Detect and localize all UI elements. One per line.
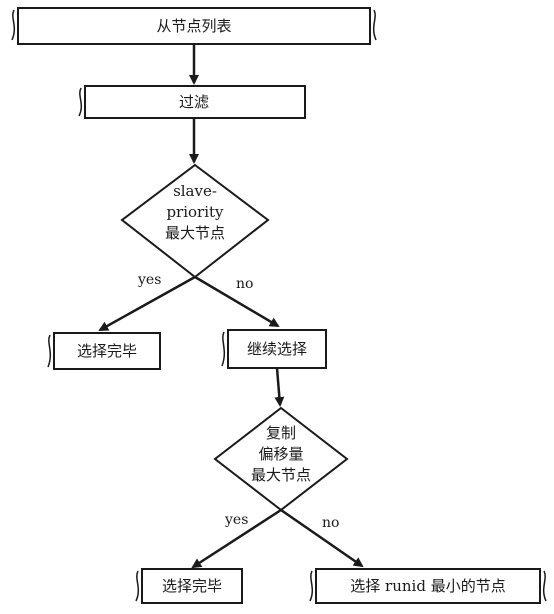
node-continue-label: 继续选择 bbox=[247, 340, 307, 358]
edge-decision2-yes-label: yes bbox=[224, 512, 248, 528]
edge-continue-decision2 bbox=[274, 367, 285, 407]
edge-decision1-yes bbox=[98, 275, 196, 332]
node-decision1-line1: slave- bbox=[173, 182, 217, 200]
node-decision2-line1: 复制 bbox=[266, 424, 296, 442]
edge-decision2-no bbox=[280, 508, 364, 568]
node-filter-label: 过滤 bbox=[179, 93, 209, 111]
edge-decision1-no-label: no bbox=[236, 276, 253, 292]
node-start-label: 从节点列表 bbox=[156, 17, 231, 35]
edge-decision1-yes-label: yes bbox=[137, 272, 161, 288]
node-decision2-line2: 偏移量 bbox=[258, 445, 303, 463]
edge-decision2-yes bbox=[191, 508, 282, 569]
node-decision1-line3: 最大节点 bbox=[165, 224, 225, 242]
node-start: 从节点列表 bbox=[11, 7, 377, 45]
node-decision1: slave- priority 最大节点 bbox=[120, 163, 270, 279]
edge-decision1-no bbox=[194, 275, 280, 328]
node-filter: 过滤 bbox=[78, 85, 306, 119]
node-decision1-line2: priority bbox=[166, 203, 224, 221]
node-final-label: 选择 runid 最小的节点 bbox=[350, 577, 505, 595]
node-decision2-line3: 最大节点 bbox=[251, 466, 311, 484]
node-done2: 选择完毕 bbox=[135, 568, 243, 604]
node-done1: 选择完毕 bbox=[47, 332, 161, 370]
node-final: 选择 runid 最小的节点 bbox=[309, 568, 547, 604]
node-continue: 继续选择 bbox=[221, 329, 327, 369]
edge-decision2-no-label: no bbox=[322, 515, 339, 531]
node-decision2: 复制 偏移量 最大节点 bbox=[213, 406, 349, 512]
node-done1-label: 选择完毕 bbox=[77, 342, 137, 360]
node-done2-label: 选择完毕 bbox=[162, 577, 222, 595]
